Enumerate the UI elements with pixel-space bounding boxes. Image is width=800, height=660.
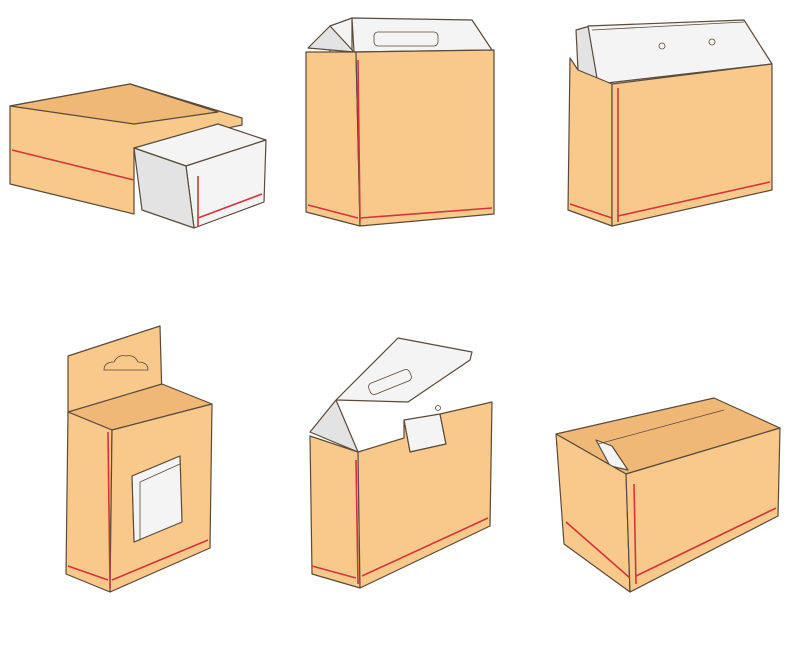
hang-tab-window-box	[65, 325, 213, 593]
sliding-drawer-box	[9, 83, 267, 229]
tuck-top-hanger-box	[309, 337, 493, 589]
display-lid-box	[567, 19, 773, 227]
handle-carry-box	[305, 17, 495, 227]
shipping-carton	[555, 397, 781, 593]
